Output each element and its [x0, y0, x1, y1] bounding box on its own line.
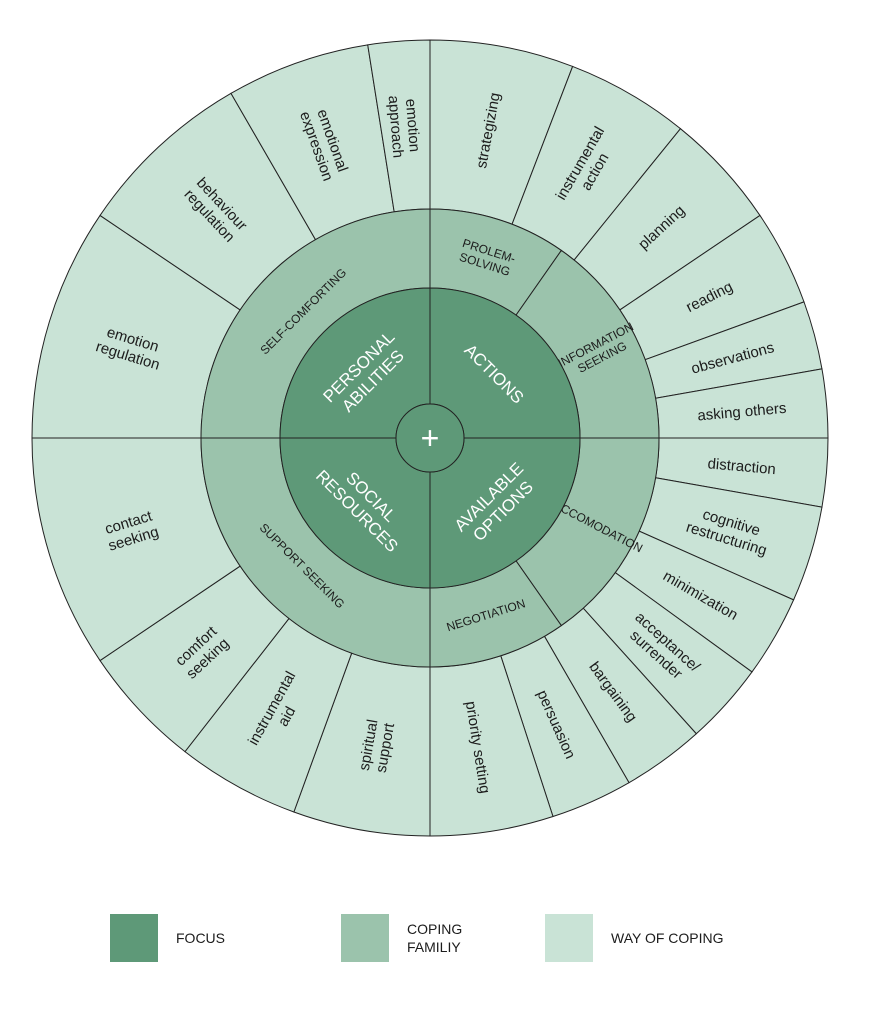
legend-item-way-of-coping: WAY OF COPING — [545, 913, 724, 963]
legend: FOCUS COPING FAMILIY WAY OF COPING — [0, 913, 871, 963]
center-hub: + — [395, 403, 465, 473]
way-emotion-approach-label-line: emotion — [402, 98, 423, 153]
legend-item-focus: FOCUS — [110, 913, 225, 963]
legend-swatch-way-of-coping — [545, 914, 593, 962]
legend-swatch-coping-family — [341, 914, 389, 962]
way-emotion-approach-label: emotionapproach — [385, 94, 424, 159]
legend-item-coping-family: COPING FAMILIY — [341, 913, 497, 963]
way-distraction-label-line: distraction — [707, 455, 777, 478]
way-distraction-label: distraction — [707, 455, 777, 478]
legend-label-way-of-coping: WAY OF COPING — [611, 930, 724, 946]
way-emotion-approach-label-line: approach — [385, 95, 407, 159]
center-plus-icon: + — [421, 420, 440, 456]
legend-label-coping-family: COPING FAMILIY — [407, 921, 463, 955]
legend-swatch-focus — [110, 914, 158, 962]
center-circle — [395, 403, 465, 473]
legend-label-focus: FOCUS — [176, 930, 225, 946]
coping-family-ring: PROLEM-SOLVINGINFORMATIONSEEKINGACCOMODA… — [200, 208, 660, 668]
